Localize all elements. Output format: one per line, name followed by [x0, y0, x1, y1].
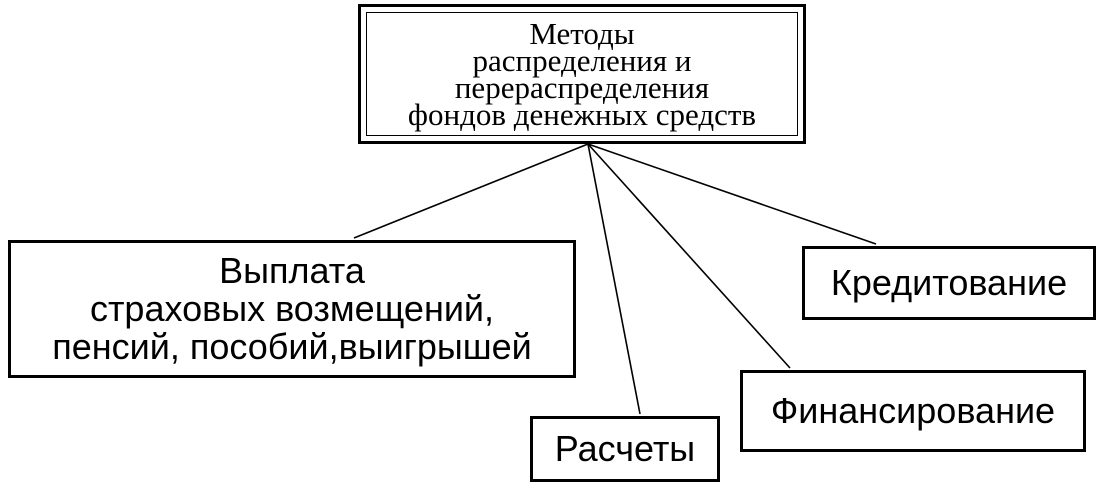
- financing-label: Финансирование: [770, 390, 1056, 431]
- payout-line-1: Выплата: [219, 250, 365, 291]
- child-node-payout: Выплата страховых возмещений, пенсий, по…: [8, 240, 576, 378]
- root-line-2: распределения и: [472, 43, 692, 78]
- connector-to-financing: [587, 143, 791, 369]
- payout-line-3: пенсий, пособий,выигрышей: [52, 326, 532, 367]
- payout-line-2: страховых возмещений,: [89, 288, 495, 329]
- root-line-1: Методы: [529, 16, 635, 51]
- child-node-financing: Финансирование: [740, 370, 1086, 452]
- connector-to-settlements: [587, 143, 641, 415]
- root-line-4: фондов денежных средств: [407, 97, 757, 132]
- child-node-settlements: Расчеты: [530, 416, 720, 482]
- child-node-credit: Кредитование: [802, 246, 1096, 320]
- connector-to-credit: [587, 143, 877, 245]
- root-node-text: Методы распределения и перераспределения…: [407, 16, 757, 132]
- credit-label: Кредитование: [830, 262, 1068, 303]
- root-line-3: перераспределения: [454, 70, 710, 105]
- settlements-label: Расчеты: [554, 428, 696, 469]
- root-node-methods: Методы распределения и перераспределения…: [358, 4, 806, 144]
- connector-to-payout: [353, 143, 589, 239]
